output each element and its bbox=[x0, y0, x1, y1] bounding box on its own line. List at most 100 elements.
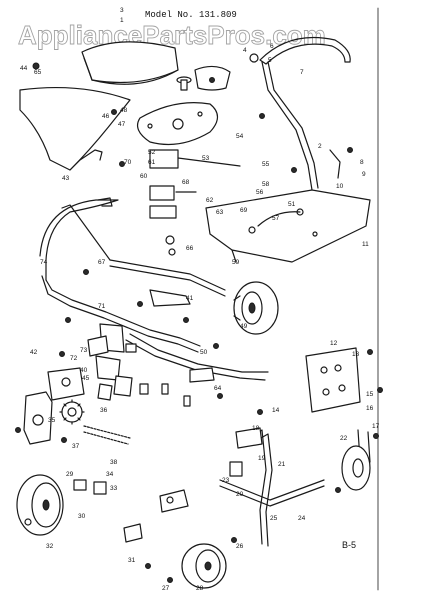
callout-labels: 1 2 3 4 5 6 7 8 9 10 11 12 13 14 15 16 1… bbox=[20, 7, 380, 592]
callout: 5 bbox=[268, 57, 272, 64]
callout: 49 bbox=[240, 323, 248, 330]
lower-brackets bbox=[123, 489, 189, 543]
callout: 67 bbox=[98, 259, 106, 266]
callout: 56 bbox=[256, 189, 264, 196]
callout: 33 bbox=[110, 485, 118, 492]
callout: 17 bbox=[372, 423, 380, 430]
wheel-hub-parts bbox=[73, 479, 107, 495]
callout: 47 bbox=[118, 121, 126, 128]
callout: 52 bbox=[148, 149, 156, 156]
callout: 61 bbox=[148, 159, 156, 166]
callout: 57 bbox=[272, 215, 280, 222]
callout: 16 bbox=[366, 405, 374, 412]
callout: 24 bbox=[298, 515, 306, 522]
seat-spring-plate bbox=[137, 102, 219, 146]
callout: 22 bbox=[340, 435, 348, 442]
callout: 26 bbox=[236, 543, 244, 550]
callout: 43 bbox=[62, 175, 70, 182]
front-axle bbox=[219, 429, 325, 547]
callout: 66 bbox=[186, 245, 194, 252]
callout: 58 bbox=[262, 181, 270, 188]
callout: 64 bbox=[214, 385, 222, 392]
main-frame bbox=[39, 197, 269, 381]
callout: 41 bbox=[186, 295, 194, 302]
callout: 53 bbox=[202, 155, 210, 162]
callout: 8 bbox=[360, 159, 364, 166]
callout: 36 bbox=[100, 407, 108, 414]
callout: 45 bbox=[82, 375, 90, 382]
callout: 59 bbox=[232, 259, 240, 266]
callout: 15 bbox=[366, 391, 374, 398]
callout: 21 bbox=[278, 461, 286, 468]
callout: 14 bbox=[272, 407, 280, 414]
callout: 27 bbox=[162, 585, 170, 592]
callout: 4 bbox=[243, 47, 247, 54]
fasteners bbox=[15, 62, 383, 583]
callout: 51 bbox=[288, 201, 296, 208]
callout: 71 bbox=[98, 303, 106, 310]
small-parts-cluster bbox=[87, 335, 191, 407]
upper-wheel bbox=[233, 281, 279, 335]
axle-bracket bbox=[235, 427, 263, 449]
drive-gear bbox=[59, 399, 85, 425]
callout: 35 bbox=[48, 417, 56, 424]
callout: 63 bbox=[216, 209, 224, 216]
callout: 60 bbox=[140, 173, 148, 180]
callout: 54 bbox=[236, 133, 244, 140]
callout: 2 bbox=[318, 143, 322, 150]
callout: 28 bbox=[196, 585, 204, 592]
callout: 19 bbox=[258, 455, 266, 462]
callout: 74 bbox=[40, 259, 48, 266]
callout: 18 bbox=[252, 425, 260, 432]
callout: 50 bbox=[200, 349, 208, 356]
seat bbox=[81, 41, 179, 85]
left-wheel bbox=[16, 474, 64, 536]
callout: 6 bbox=[270, 43, 274, 50]
frame-brackets bbox=[95, 289, 215, 383]
callout: 70 bbox=[124, 159, 132, 166]
watermark: AppliancePartsPros.com bbox=[18, 20, 326, 50]
callout: 65 bbox=[34, 69, 42, 76]
callout: 40 bbox=[80, 367, 88, 374]
callout: 46 bbox=[102, 113, 110, 120]
seat-linkage bbox=[149, 149, 241, 256]
callout: 69 bbox=[240, 207, 248, 214]
callout: 30 bbox=[78, 513, 86, 520]
handle-bar bbox=[249, 37, 351, 191]
callout: 73 bbox=[80, 347, 88, 354]
callout: 1 bbox=[120, 17, 124, 24]
callout: 7 bbox=[300, 69, 304, 76]
callout: 42 bbox=[30, 349, 38, 356]
callout: 48 bbox=[120, 107, 128, 114]
callout: 12 bbox=[330, 340, 338, 347]
callout: 20 bbox=[236, 491, 244, 498]
callout: 62 bbox=[206, 197, 214, 204]
callout: 31 bbox=[128, 557, 136, 564]
callout: 29 bbox=[66, 471, 74, 478]
callout: 34 bbox=[106, 471, 114, 478]
callout: 37 bbox=[72, 443, 80, 450]
drive-chain bbox=[83, 425, 131, 445]
callout: 25 bbox=[270, 515, 278, 522]
callout: 72 bbox=[70, 355, 78, 362]
seat-pan bbox=[19, 86, 131, 171]
callout: 32 bbox=[46, 543, 54, 550]
callout: 44 bbox=[20, 65, 28, 72]
callout: 68 bbox=[182, 179, 190, 186]
gear-housing bbox=[23, 367, 85, 445]
callout: 3 bbox=[120, 7, 124, 14]
callout: 9 bbox=[362, 171, 366, 178]
callout: 55 bbox=[262, 161, 270, 168]
footrest-platform bbox=[205, 189, 371, 263]
caster-fork bbox=[341, 429, 371, 491]
callout: 10 bbox=[336, 183, 344, 190]
callout: 38 bbox=[110, 459, 118, 466]
callout: 23 bbox=[222, 477, 230, 484]
side-plate bbox=[305, 347, 361, 413]
seat-knob bbox=[176, 76, 192, 91]
callout: 13 bbox=[352, 351, 360, 358]
callout: 11 bbox=[362, 241, 369, 248]
center-wheel bbox=[181, 543, 227, 589]
page-reference: B-5 bbox=[342, 540, 356, 550]
